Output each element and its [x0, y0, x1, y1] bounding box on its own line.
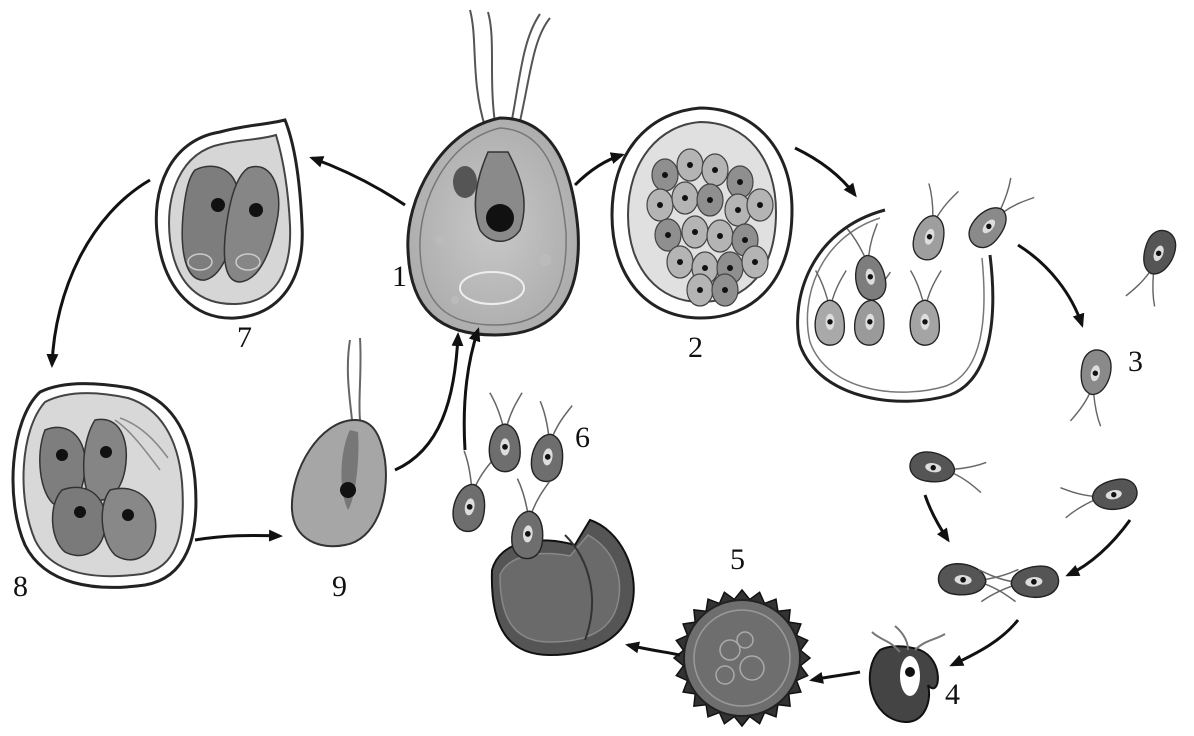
- stage-9-cell: [292, 338, 386, 546]
- label-stage-4: 4: [945, 680, 960, 710]
- cluster-cell: [702, 154, 728, 186]
- gamete: [1126, 226, 1181, 307]
- stage-7-cyst: [156, 120, 302, 318]
- cluster-cell: [747, 189, 773, 221]
- label-stage-7: 7: [237, 323, 252, 353]
- cluster-cell: [687, 274, 713, 306]
- cluster-cell: [697, 184, 723, 216]
- stage-4-zygote: [870, 626, 945, 722]
- arrow-8-to-9: [195, 535, 280, 540]
- label-stage-5: 5: [730, 545, 745, 575]
- fusing-gamete: [937, 562, 1018, 602]
- stage-3-gametes: [907, 226, 1180, 602]
- fusing-gamete: [978, 563, 1059, 603]
- cluster-cell: [677, 149, 703, 181]
- label-stage-9: 9: [332, 572, 347, 602]
- meiospore: [489, 393, 522, 472]
- cluster-cell: [682, 216, 708, 248]
- cluster-cell: [672, 182, 698, 214]
- zoospore: [815, 271, 846, 346]
- stage-8-cyst: [13, 384, 196, 588]
- gamete: [1060, 475, 1139, 519]
- arrow-7-to-8: [52, 180, 150, 365]
- cluster-cell: [712, 274, 738, 306]
- stage-1-vegetative-cell: [408, 10, 579, 335]
- stage-5-zygospore: [674, 590, 810, 726]
- cluster-cell: [667, 246, 693, 278]
- arrow-9-to-1: [395, 335, 458, 470]
- cluster-cell: [742, 246, 768, 278]
- zoospore: [909, 183, 958, 263]
- label-stage-6: 6: [575, 423, 590, 453]
- label-stage-2: 2: [688, 333, 703, 363]
- released-zoospores: [798, 178, 1035, 402]
- arrow-6-to-1-a: [464, 330, 478, 450]
- cluster-cell: [647, 189, 673, 221]
- label-stage-1: 1: [392, 262, 407, 292]
- label-stage-8: 8: [13, 572, 28, 602]
- cluster-cell: [727, 166, 753, 198]
- stage-6-meiospores: [450, 393, 572, 560]
- cluster-cell: [707, 220, 733, 252]
- label-stage-3: 3: [1128, 347, 1143, 377]
- stage-2-sporangium: [612, 108, 792, 318]
- arrow-1-to-7: [312, 158, 405, 205]
- arrow-4-to-5: [812, 672, 860, 680]
- zoospore: [847, 223, 891, 302]
- arrow-fusion-to-4: [952, 620, 1018, 665]
- arrow-2-to-released: [795, 148, 855, 195]
- meiospore: [450, 451, 496, 534]
- zoospore: [962, 178, 1034, 255]
- arrow-gamete-right-to-fusion: [1068, 520, 1130, 575]
- gamete: [907, 449, 986, 493]
- zoospore: [910, 271, 941, 346]
- arrow-gamete-left-to-fusion: [925, 495, 948, 540]
- gamete: [1070, 347, 1114, 426]
- arrow-released-to-3: [1018, 245, 1082, 325]
- meiospore: [529, 401, 572, 484]
- cluster-cell: [652, 159, 678, 191]
- arrow-5-to-6: [628, 645, 680, 655]
